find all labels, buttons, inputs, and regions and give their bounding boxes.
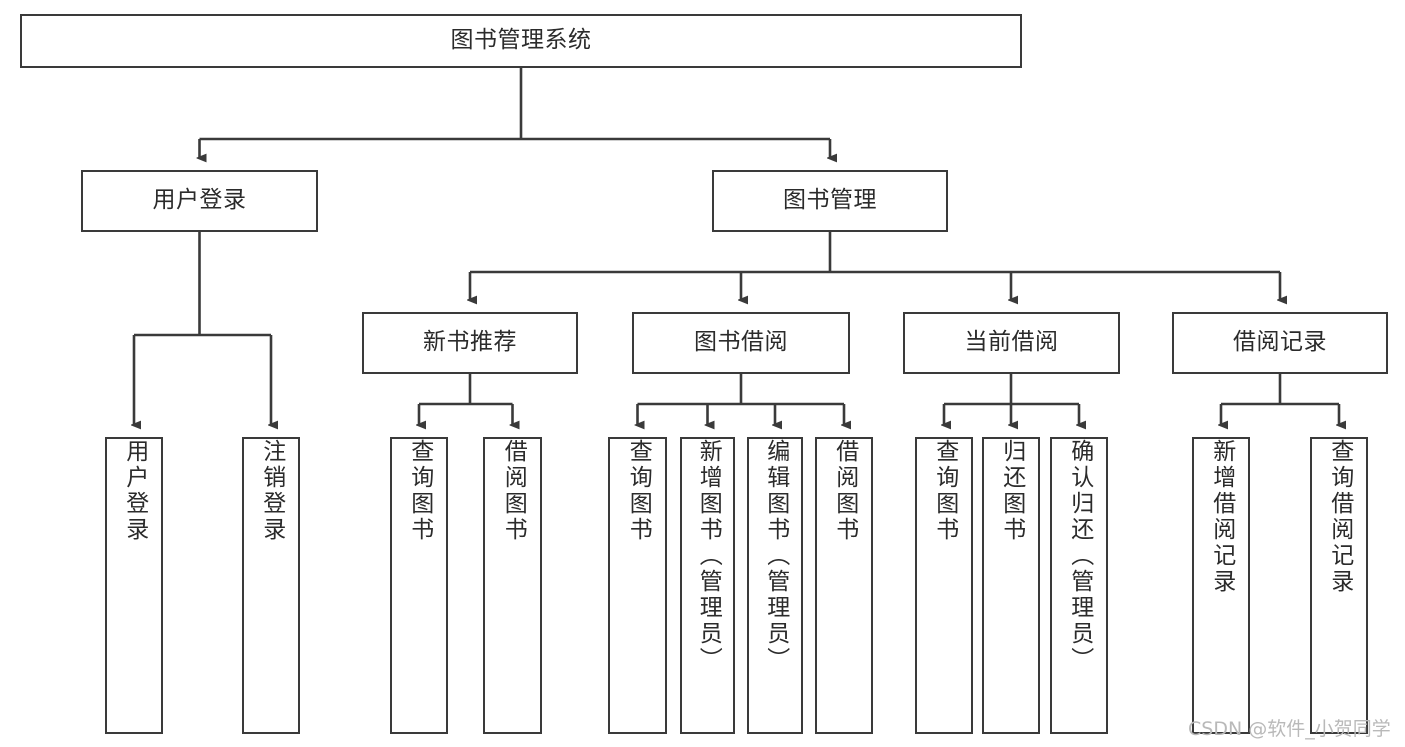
node-leaf-return-book[interactable]: 归还图书	[982, 437, 1040, 734]
node-label: 图书借阅	[694, 329, 788, 356]
node-label: 新书推荐	[423, 329, 517, 356]
node-book-borrow[interactable]: 图书借阅	[632, 312, 850, 374]
node-leaf-query-book-1[interactable]: 查询图书	[390, 437, 448, 734]
node-leaf-user-login[interactable]: 用户登录	[105, 437, 163, 734]
node-book-manage[interactable]: 图书管理	[712, 170, 948, 232]
node-label: 注销登录	[258, 439, 285, 543]
node-label: 借阅图书	[500, 439, 527, 543]
node-label: 图书管理	[783, 187, 877, 214]
node-label: 新增借阅记录	[1208, 439, 1235, 595]
node-user-login[interactable]: 用户登录	[81, 170, 318, 232]
node-leaf-confirm-return[interactable]: 确认归还（管理员）	[1050, 437, 1108, 734]
node-label: 图书管理系统	[450, 27, 592, 54]
node-label: 查询借阅记录	[1326, 439, 1353, 595]
node-leaf-query-book-3[interactable]: 查询图书	[915, 437, 973, 734]
edge-group-current-borrow	[944, 374, 1079, 425]
node-label: 用户登录	[152, 187, 247, 214]
node-leaf-user-logout[interactable]: 注销登录	[242, 437, 300, 734]
node-label: 当前借阅	[964, 329, 1059, 356]
node-leaf-borrow-book-2[interactable]: 借阅图书	[815, 437, 873, 734]
node-leaf-add-borrow-record[interactable]: 新增借阅记录	[1192, 437, 1250, 734]
edge-group-borrow-record	[1221, 374, 1339, 425]
node-label: 确认归还（管理员）	[1066, 439, 1093, 673]
node-label: 借阅图书	[831, 439, 858, 543]
node-label: 查询图书	[406, 439, 433, 543]
edge-group-book-borrow	[638, 374, 845, 425]
node-label: 查询图书	[625, 439, 652, 543]
edge-group-new-book	[419, 374, 513, 425]
node-leaf-edit-book[interactable]: 编辑图书（管理员）	[747, 437, 803, 734]
node-label: 归还图书	[998, 439, 1025, 543]
node-label: 查询图书	[931, 439, 958, 543]
node-leaf-query-borrow-record[interactable]: 查询借阅记录	[1310, 437, 1368, 734]
node-label: 用户登录	[121, 439, 148, 543]
edge-group-user-login	[134, 232, 271, 425]
node-borrow-record[interactable]: 借阅记录	[1172, 312, 1388, 374]
node-new-book-recommend[interactable]: 新书推荐	[362, 312, 578, 374]
node-label: 新增图书（管理员）	[695, 439, 722, 673]
node-current-borrow[interactable]: 当前借阅	[903, 312, 1120, 374]
node-label: 借阅记录	[1233, 329, 1327, 356]
node-label: 编辑图书（管理员）	[762, 439, 789, 673]
node-leaf-query-book-2[interactable]: 查询图书	[608, 437, 667, 734]
edge-group-book-manage	[470, 232, 1280, 300]
node-root-system[interactable]: 图书管理系统	[20, 14, 1022, 68]
edge-group-root	[200, 68, 831, 158]
node-leaf-borrow-book-1[interactable]: 借阅图书	[483, 437, 542, 734]
node-leaf-add-book[interactable]: 新增图书（管理员）	[680, 437, 735, 734]
